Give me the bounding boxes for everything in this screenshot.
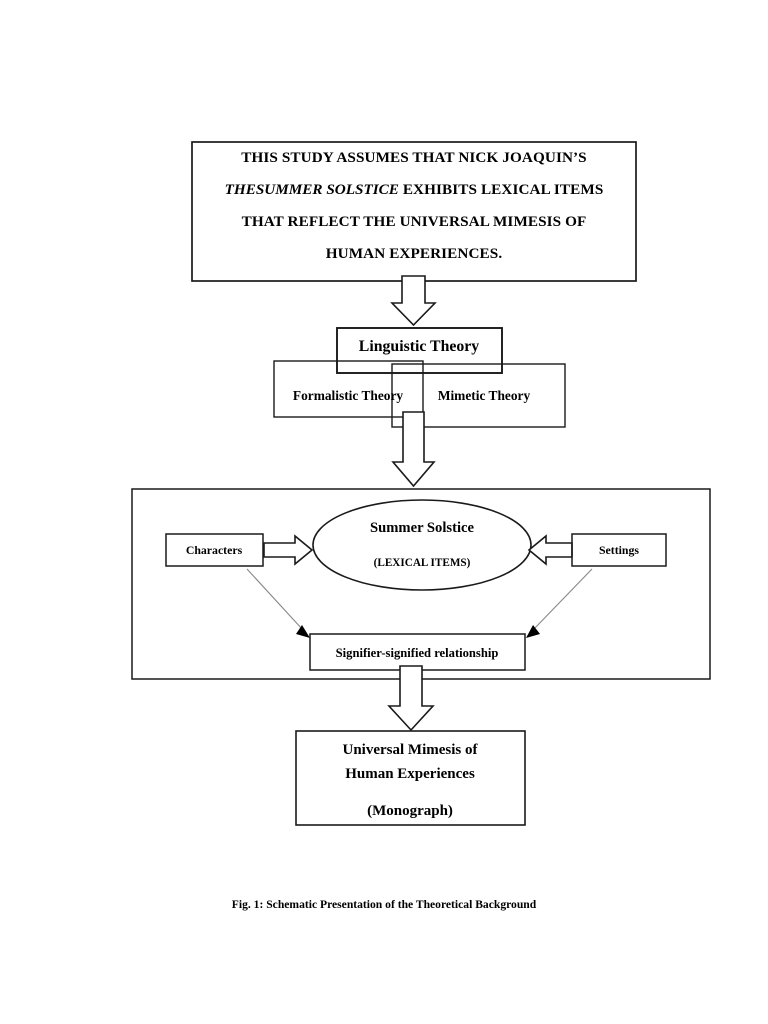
premise-line-1: THIS STUDY ASSUMES THAT NICK JOAQUIN’S bbox=[241, 149, 586, 166]
premise-line-2-rest: EXHIBITS LEXICAL ITEMS bbox=[399, 181, 603, 198]
outcome-line-3: (Monograph) bbox=[367, 803, 453, 819]
figure-caption: Fig. 1: Schematic Presentation of the Th… bbox=[232, 898, 537, 911]
arrow-settings-to-relationship bbox=[526, 568, 593, 638]
arrow-premise-to-theory bbox=[390, 275, 437, 327]
linguistic-theory-outline bbox=[336, 327, 503, 374]
premise-line-3: THAT REFLECT THE UNIVERSAL MIMESIS OF bbox=[242, 213, 587, 230]
linguistic-theory-box: Linguistic Theory bbox=[336, 327, 503, 374]
outcome-box: Universal Mimesis of Human Experiences (… bbox=[295, 730, 526, 826]
signifier-signified-label: Signifier-signified relationship bbox=[336, 646, 499, 660]
settings-box: Settings bbox=[571, 533, 667, 567]
outcome-line-2: Human Experiences bbox=[345, 766, 475, 782]
arrow-characters-to-ellipse bbox=[263, 534, 314, 566]
arrow-characters-to-relationship bbox=[246, 568, 310, 638]
premise-line-2: THESUMMER SOLSTICE EXHIBITS LEXICAL ITEM… bbox=[225, 181, 604, 198]
outcome-line-1: Universal Mimesis of bbox=[343, 742, 479, 758]
formalistic-theory-label: Formalistic Theory bbox=[293, 388, 404, 403]
arrow-settings-to-ellipse bbox=[527, 534, 573, 566]
mimetic-theory-label: Mimetic Theory bbox=[438, 388, 531, 403]
premise-title-italic: THESUMMER SOLSTICE bbox=[225, 181, 399, 198]
linguistic-theory-label: Linguistic Theory bbox=[359, 338, 479, 355]
premise-box: THIS STUDY ASSUMES THAT NICK JOAQUIN’S T… bbox=[191, 141, 637, 282]
ellipse-title: Summer Solstice bbox=[370, 520, 474, 536]
characters-label: Characters bbox=[186, 543, 243, 557]
ellipse-subtitle: (LEXICAL ITEMS) bbox=[374, 557, 471, 569]
arrow-theory-to-analysis bbox=[391, 411, 436, 488]
premise-line-4: HUMAN EXPERIENCES. bbox=[326, 245, 503, 262]
arrow-analysis-to-outcome bbox=[387, 665, 435, 732]
mimetic-theory-box: Mimetic Theory bbox=[391, 363, 566, 428]
signifier-signified-box: Signifier-signified relationship bbox=[309, 633, 526, 671]
summer-solstice-ellipse: Summer Solstice (LEXICAL ITEMS) bbox=[312, 499, 532, 591]
formalistic-theory-box: Formalistic Theory bbox=[273, 360, 424, 418]
settings-label: Settings bbox=[599, 543, 639, 557]
characters-box: Characters bbox=[165, 533, 264, 567]
